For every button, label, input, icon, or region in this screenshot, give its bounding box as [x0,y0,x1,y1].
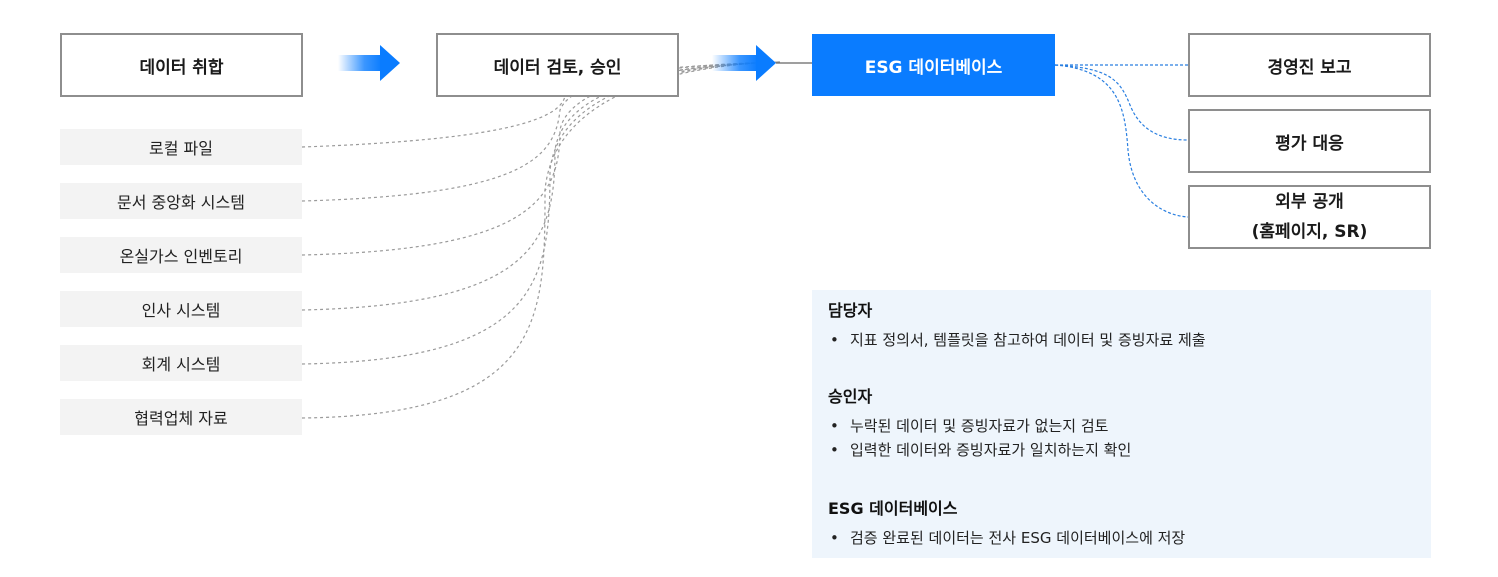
source-item: 회계 시스템 [60,345,302,381]
arrow-review-to-database [712,45,776,81]
disclosure-label-line1: 외부 공개 [1275,192,1344,212]
source-item: 로컬 파일 [60,129,302,165]
role-section-database: ESG 데이터베이스 검증 완료된 데이터는 전사 ESG 데이터베이스에 저장 [828,498,1185,550]
source-connector [301,61,781,148]
exec-report-box: 경영진 보고 [1188,33,1431,97]
roles-panel: 담당자 지표 정의서, 템플릿을 참고하여 데이터 및 증빙자료 제출 승인자 … [812,290,1431,558]
source-connector [301,61,781,256]
role-title: 승인자 [828,387,873,406]
output-connector [1054,64,1189,141]
output-connector [1054,64,1189,218]
source-item: 온실가스 인벤토리 [60,237,302,273]
role-title: 담당자 [828,301,873,320]
role-item: 검증 완료된 데이터는 전사 ESG 데이터베이스에 저장 [828,526,1185,550]
source-connector [301,61,781,202]
database-label: ESG 데이터베이스 [864,57,1003,78]
disclosure-label-line2: (홈페이지, SR) [1251,222,1368,242]
role-item: 지표 정의서, 템플릿을 참고하여 데이터 및 증빙자료 제출 [828,328,1206,352]
role-item: 입력한 데이터와 증빙자료가 일치하는지 확인 [828,438,1131,462]
source-item: 인사 시스템 [60,291,302,327]
role-section-manager: 담당자 지표 정의서, 템플릿을 참고하여 데이터 및 증빙자료 제출 [828,300,1206,352]
source-item: 협력업체 자료 [60,399,302,435]
source-connector [301,61,781,311]
source-label: 인사 시스템 [141,301,221,320]
rating-box: 평가 대응 [1188,109,1431,173]
source-connector [301,61,781,365]
source-label: 회계 시스템 [141,355,221,374]
rating-label: 평가 대응 [1275,133,1344,154]
review-box: 데이터 검토, 승인 [436,33,679,97]
source-connector [301,61,781,419]
role-item: 누락된 데이터 및 증빙자료가 없는지 검토 [828,414,1131,438]
collect-label: 데이터 취합 [139,57,224,78]
role-section-approver: 승인자 누락된 데이터 및 증빙자료가 없는지 검토 입력한 데이터와 증빙자료… [828,386,1131,462]
source-item: 문서 중앙화 시스템 [60,183,302,219]
review-label: 데이터 검토, 승인 [493,57,622,78]
role-title: ESG 데이터베이스 [828,499,958,518]
source-label: 온실가스 인벤토리 [119,247,243,266]
disclosure-box: 외부 공개 (홈페이지, SR) [1188,185,1431,249]
source-label: 협력업체 자료 [134,409,228,428]
collect-box: 데이터 취합 [60,33,303,97]
source-label: 문서 중앙화 시스템 [117,193,245,212]
arrow-collect-to-review [338,45,400,81]
database-box: ESG 데이터베이스 [812,34,1055,96]
source-label: 로컬 파일 [149,139,213,158]
exec-report-label: 경영진 보고 [1267,57,1352,78]
